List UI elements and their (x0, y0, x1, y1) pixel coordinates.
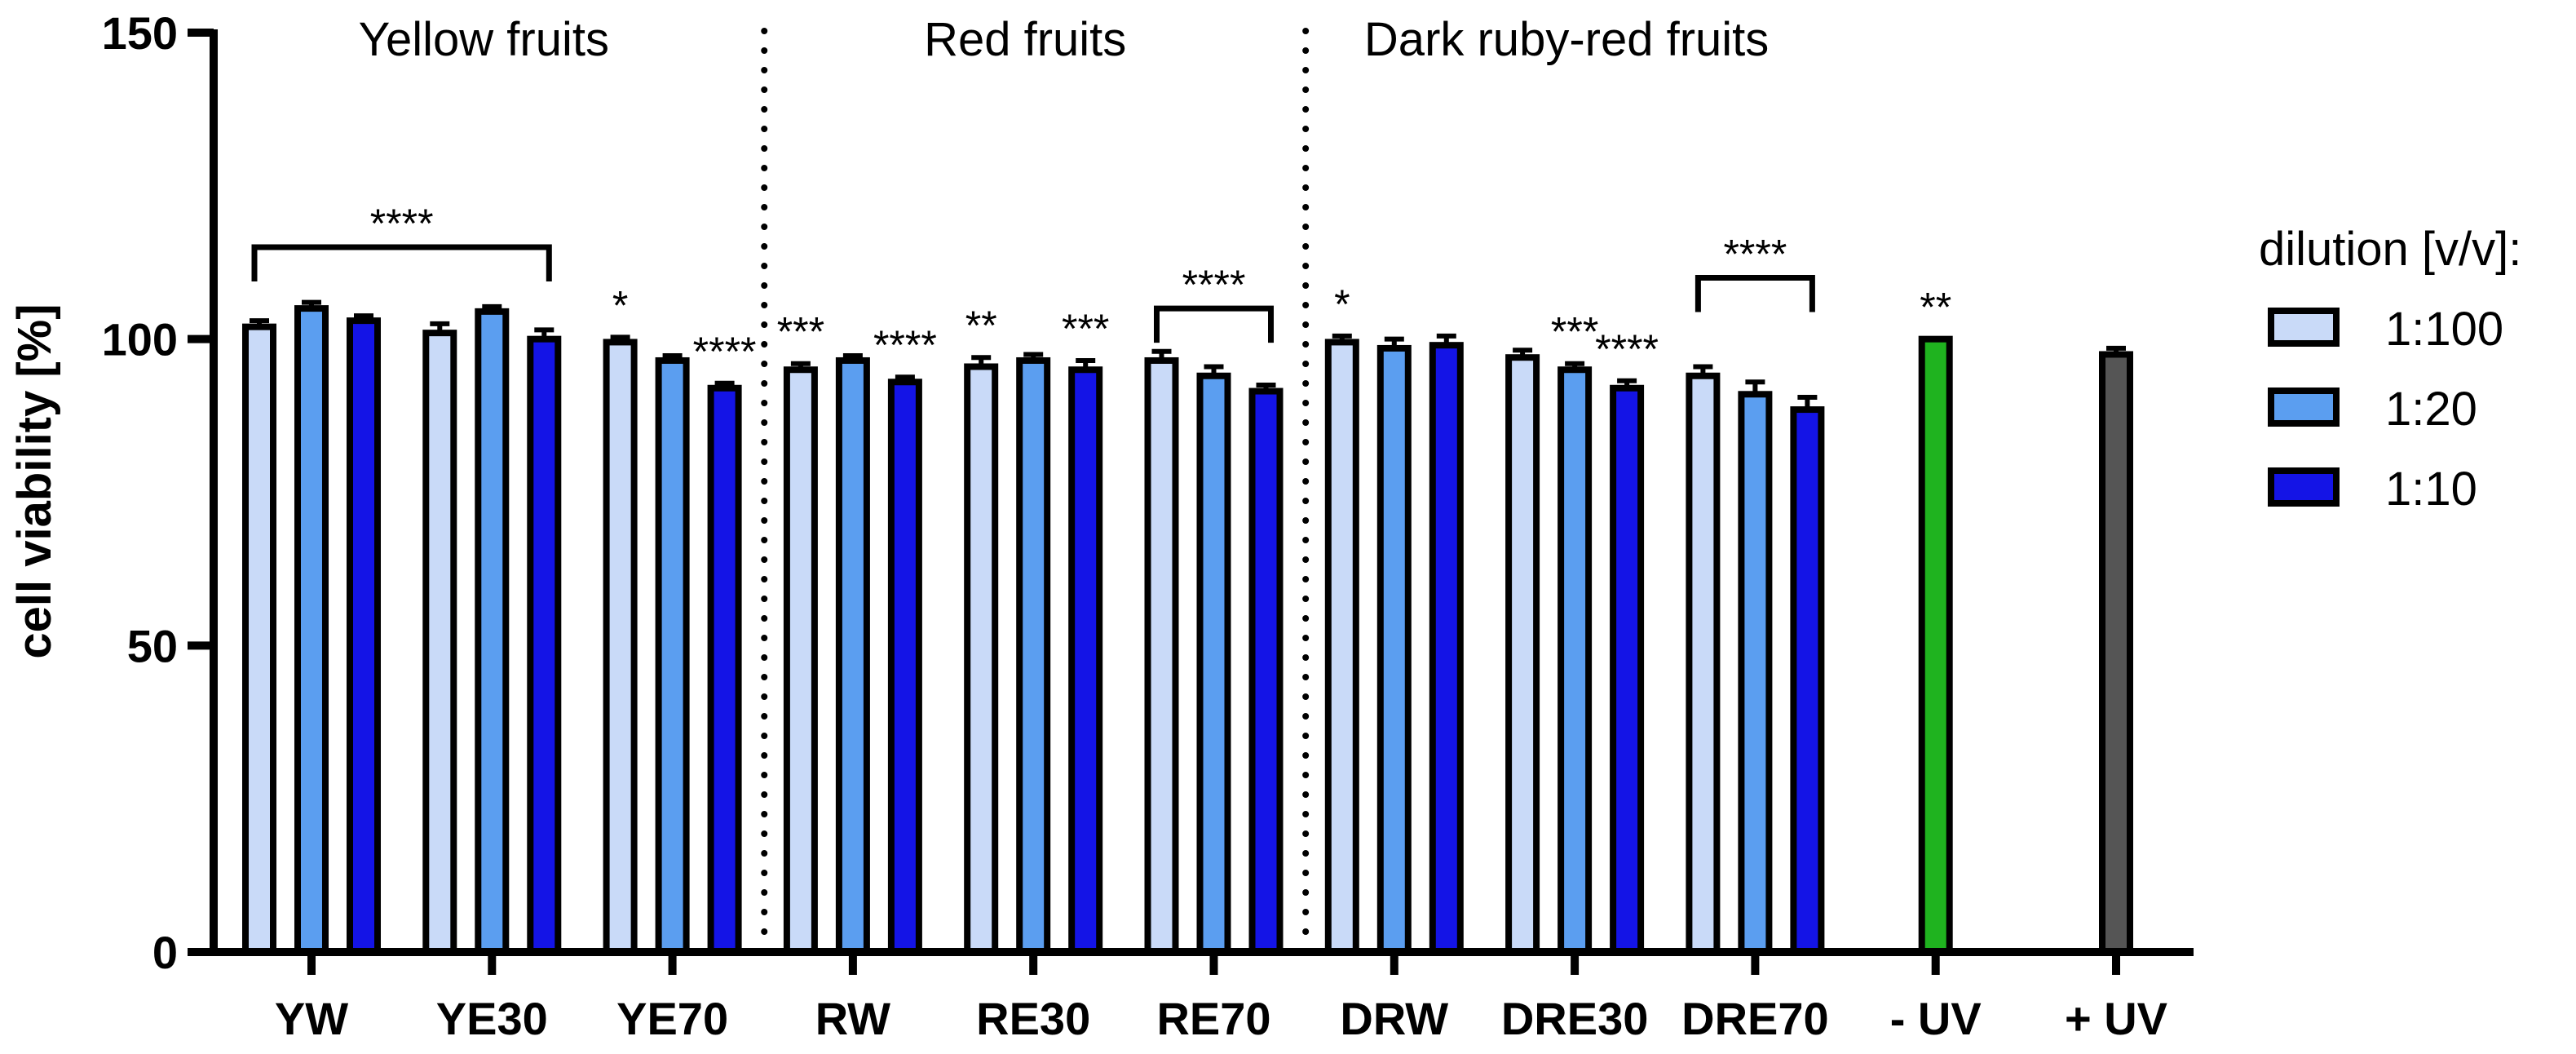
bar-RW-1:100 (783, 366, 818, 955)
y-tick-label-50: 50 (127, 620, 178, 671)
bar-RE30-1:100 (964, 363, 999, 955)
bar-YE30-1:100 (422, 330, 457, 955)
significance-mark-2: **** (693, 329, 757, 374)
x-tick-label-- UV: - UV (1890, 993, 1982, 1044)
x-tick-label-YE30: YE30 (436, 993, 548, 1044)
legend-swatch-1:20 (2268, 388, 2340, 427)
x-tick-label-+ UV: + UV (2065, 993, 2167, 1044)
bar-DRW-1:20 (1376, 344, 1412, 956)
significance-bracket-2 (1154, 305, 1274, 343)
significance-bracket-1 (251, 244, 552, 281)
bar-DRE30-1:10 (1610, 384, 1645, 956)
x-tick-label-YE70: YE70 (616, 993, 728, 1044)
x-tick-label-DRE30: DRE30 (1501, 993, 1649, 1044)
y-tick-label-0: 0 (152, 927, 178, 978)
legend: dilution [v/v]: 1:100 1:20 1:10 (2259, 223, 2521, 516)
bar-YE70-1:10 (707, 384, 742, 956)
bar-RE70-1:10 (1248, 388, 1284, 955)
bar-DRW-1:100 (1324, 339, 1359, 955)
bar-- UV (1918, 335, 1953, 955)
bar-YW-1:100 (242, 323, 276, 955)
legend-label-1:10: 1:10 (2385, 463, 2477, 516)
significance-mark-3: *** (777, 309, 824, 355)
group-label-1: Yellow fruits (359, 13, 609, 66)
bar-YE70-1:100 (603, 339, 638, 955)
significance-bracket-3 (1695, 275, 1815, 312)
bar-DRW-1:10 (1429, 342, 1464, 955)
significance-mark-4: **** (873, 322, 937, 368)
significance-mark-1: * (612, 282, 628, 328)
bar-YE70-1:20 (655, 356, 690, 956)
significance-mark-5: ** (965, 303, 997, 348)
bar-DRE30-1:20 (1558, 366, 1593, 955)
bar-YE30-1:20 (475, 308, 510, 955)
significance-mark-9: **** (1595, 326, 1659, 372)
group-label-2: Red fruits (924, 13, 1126, 66)
bar-DRE70-1:100 (1686, 372, 1721, 956)
bar-YW-1:20 (294, 305, 329, 956)
annotations-layer: Yellow fruits Red fruits Dark ruby-red fru… (251, 13, 1951, 949)
significance-mark-7: * (1334, 281, 1350, 327)
legend-swatch-1:10 (2268, 467, 2340, 507)
bar-RE70-1:100 (1144, 356, 1179, 956)
bar-DRE70-1:20 (1738, 391, 1773, 955)
x-tick-label-RE30: RE30 (976, 993, 1090, 1044)
significance-mark-8: *** (1551, 309, 1598, 355)
y-tick-label-150: 150 (102, 7, 178, 59)
legend-swatch-1:100 (2268, 308, 2340, 347)
x-tick-label-DRE70: DRE70 (1681, 993, 1829, 1044)
bar-DRE70-1:10 (1790, 406, 1825, 955)
bracket-label-1: **** (370, 201, 434, 246)
bar-RE30-1:20 (1016, 356, 1051, 956)
bar-RE30-1:10 (1068, 366, 1103, 955)
bar-YE30-1:10 (527, 335, 562, 955)
bracket-label-2: **** (1182, 262, 1246, 308)
y-axis-label: cell viability [%] (8, 303, 61, 658)
bars-layer (242, 299, 2133, 956)
legend-label-1:20: 1:20 (2385, 383, 2477, 436)
x-tick-label-YW: YW (275, 993, 348, 1044)
bar-RW-1:20 (835, 356, 870, 956)
bar-DRE30-1:100 (1505, 354, 1540, 955)
significance-mark-10: ** (1920, 285, 1951, 330)
x-tick-label-RE70: RE70 (1156, 993, 1270, 1044)
legend-label-1:100: 1:100 (2385, 303, 2503, 356)
x-tick-label-DRW: DRW (1340, 993, 1448, 1044)
bar-+ UV (2099, 351, 2133, 955)
bar-YW-1:10 (347, 317, 381, 956)
bar-RW-1:10 (887, 379, 922, 955)
significance-mark-6: *** (1062, 306, 1109, 352)
legend-title: dilution [v/v]: (2259, 223, 2521, 276)
bar-RE70-1:20 (1196, 372, 1231, 956)
group-label-3: Dark ruby-red fruits (1364, 13, 1769, 66)
y-tick-label-100: 100 (102, 314, 178, 365)
x-tick-label-RW: RW (815, 993, 890, 1044)
bracket-label-3: **** (1723, 232, 1787, 277)
